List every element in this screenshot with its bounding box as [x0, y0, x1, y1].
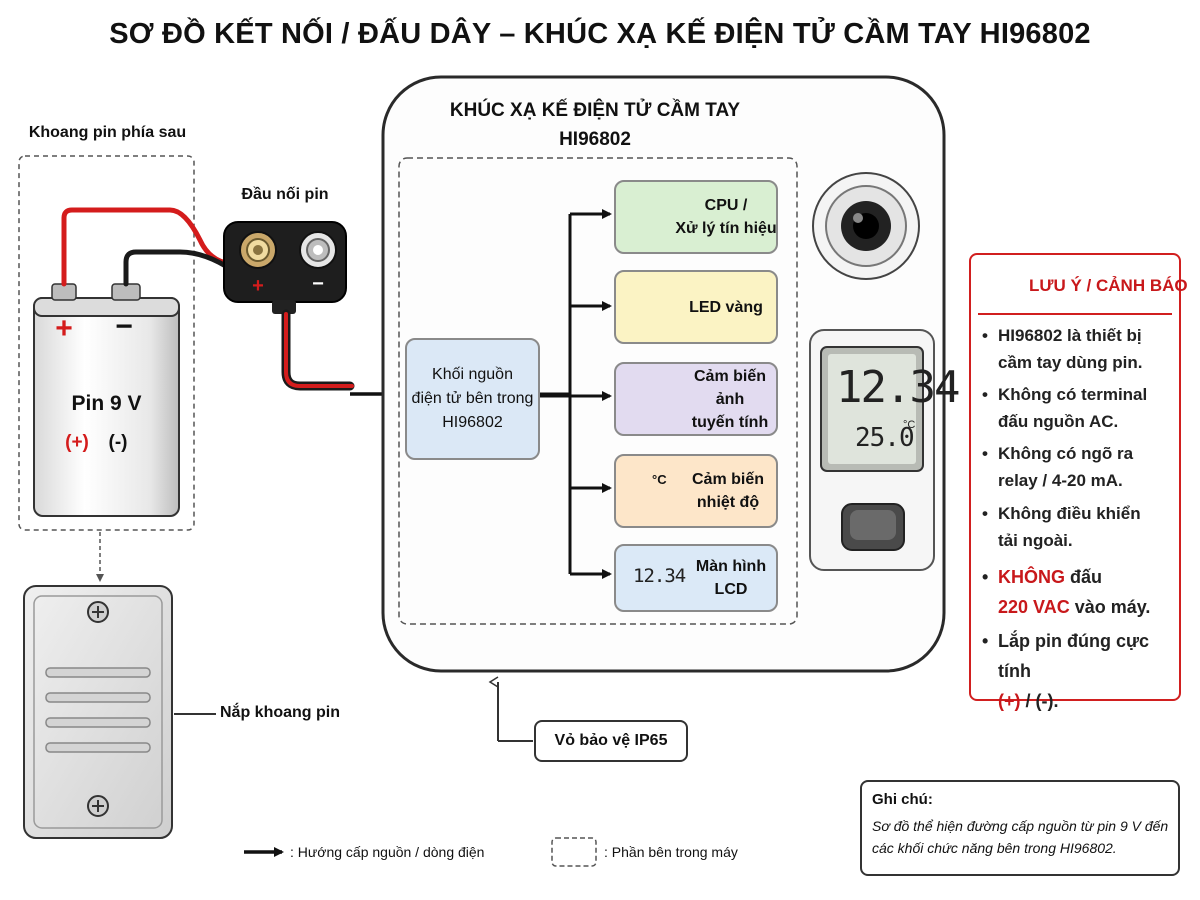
legend-dashed-icon	[551, 837, 597, 867]
note-title: Ghi chú:	[872, 791, 933, 808]
power-block-line3: HI96802	[442, 414, 503, 431]
module-cpu-line1: CPU /	[704, 197, 748, 214]
battery-polarity-minus: (-)	[108, 432, 128, 453]
module-temp-sensor: Cảm biến nhiệt độ	[614, 454, 778, 528]
device-title-line2: HI96802	[559, 129, 631, 150]
warning-title: LƯU Ý / CẢNH BÁO	[1029, 276, 1188, 295]
battery-polarity-plus: (+)	[65, 432, 89, 453]
wire-connector-to-power	[281, 309, 355, 391]
legend-dashed-label: : Phần bên trong máy	[604, 844, 738, 860]
connector-label: Đầu nối pin	[241, 186, 329, 203]
battery-snap-connector	[223, 221, 347, 314]
housing-callout: Vỏ bảo vệ IP65	[534, 720, 688, 762]
module-sensor-line1: Cảm biến ảnh	[693, 367, 766, 408]
device-title-line1: KHÚC XẠ KẾ ĐIỆN TỬ CẦM TAY	[449, 100, 741, 121]
red-wire-battery	[61, 207, 235, 287]
thermometer-unit: °C	[652, 472, 667, 487]
module-led-line1: LED vàng	[689, 298, 763, 316]
housing-label: Vỏ bảo vệ IP65	[554, 732, 668, 749]
warning-divider	[978, 313, 1172, 315]
battery-minus-mark: −	[115, 310, 133, 343]
device-internal-area	[398, 157, 798, 625]
module-lcd-line1: Màn hình	[695, 558, 767, 575]
module-temp-line2: nhiệt độ	[696, 494, 760, 511]
battery-compartment-label: Khoang pin phía sau	[28, 124, 187, 141]
battery-label: Pin 9 V	[71, 392, 142, 415]
power-supply-block: Khối nguồn điện tử bên trong HI96802	[405, 338, 540, 460]
power-block-line1: Khối nguồn	[432, 366, 513, 383]
lcd-temp-unit: °C	[903, 419, 916, 431]
legend-arrow-label: : Hướng cấp nguồn / dòng điện	[290, 844, 485, 860]
device-title: KHÚC XẠ KẾ ĐIỆN TỬ CẦM TAY HI96802	[440, 96, 750, 154]
battery-plus-mark: +	[55, 312, 73, 345]
module-cpu: CPU / Xử lý tín hiệu	[614, 180, 778, 254]
prism-lens	[812, 172, 920, 280]
black-wire-battery	[123, 249, 235, 287]
mini-lcd-value: 12.34	[633, 565, 686, 587]
lcd-temp-reading: 25.0	[855, 423, 915, 453]
warning-box	[969, 253, 1181, 701]
module-image-sensor: Cảm biến ảnh tuyến tính	[614, 362, 778, 436]
connector-minus-mark: −	[312, 273, 324, 295]
module-lcd-line2: LCD	[714, 581, 748, 598]
module-led: LED vàng	[614, 270, 778, 344]
battery-compartment-frame	[18, 155, 195, 531]
cover-label: Nắp khoang pin	[220, 704, 340, 721]
connector-plus-mark: +	[252, 275, 264, 297]
lcd-main-reading: 12.34	[836, 362, 960, 413]
module-lcd: Màn hình LCD	[614, 544, 778, 612]
note-text: Sơ đồ thể hiện đường cấp nguồn từ pin 9 …	[872, 818, 1169, 856]
module-temp-line1: Cảm biến	[691, 471, 764, 488]
module-sensor-line2: tuyến tính	[691, 413, 769, 431]
battery-cover	[23, 585, 173, 839]
page-title: SƠ ĐỒ KẾT NỐI / ĐẤU DÂY – KHÚC XẠ KẾ ĐIỆ…	[109, 18, 1091, 50]
module-cpu-line2: Xử lý tín hiệu	[675, 220, 777, 237]
power-block-line2: điện tử bên trong	[411, 390, 534, 407]
note-box	[860, 780, 1180, 876]
